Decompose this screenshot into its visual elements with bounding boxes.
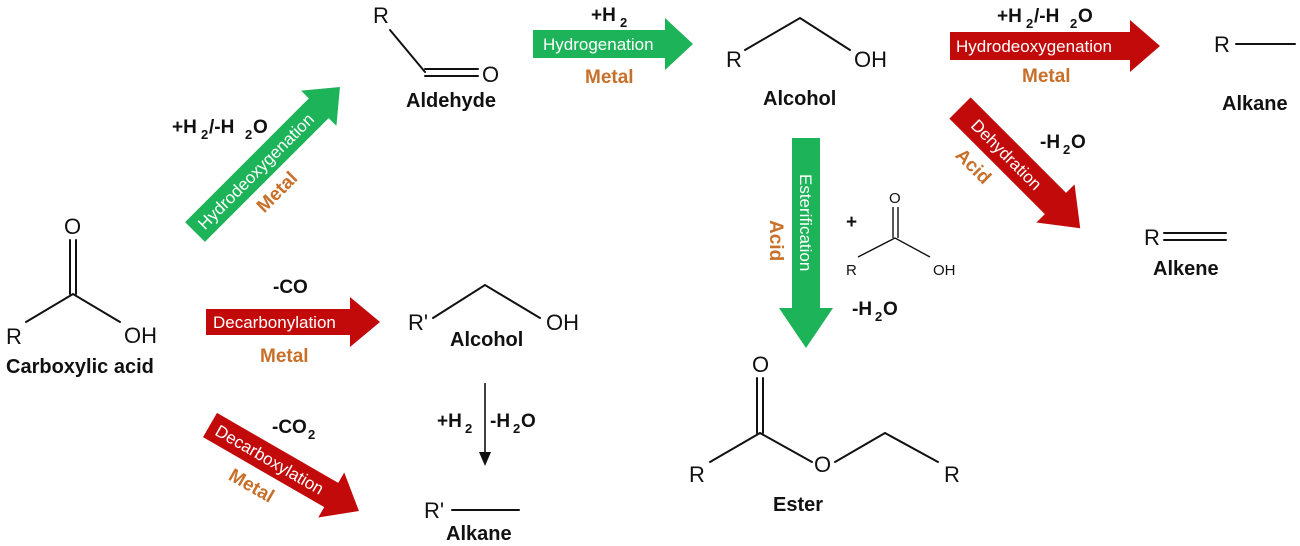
hdo-alcohol-arrow-label: Hydrodeoxygenation	[956, 37, 1112, 56]
ester-o2: O	[814, 452, 831, 477]
esterification-catalyst: Acid	[765, 220, 786, 261]
ester-name: Ester	[773, 494, 823, 516]
dehydration-arrow-shape	[949, 97, 1081, 229]
alcohol-top-structure: R OH Alcohol	[726, 16, 887, 110]
acid-coreactant-r: R	[846, 262, 857, 279]
acid-coreactant-o: O	[889, 190, 901, 207]
alkane-bottom-r: R'	[424, 498, 444, 523]
hdo-alcohol-condition-c: O	[1078, 6, 1093, 27]
hydrogenation-arrow: Hydrogenation Metal +H 2	[533, 5, 693, 88]
aldehyde-o: O	[482, 62, 499, 87]
alcohol-to-alkane-arrow: +H 2 -H 2 O	[437, 383, 536, 466]
hdo-alcohol-condition-b: /-H	[1034, 6, 1059, 27]
ester-structure: R O O R Ester	[689, 352, 960, 516]
hdo-acid-condition-c: O	[253, 117, 268, 138]
alkane-top-r: R	[1214, 32, 1230, 57]
hydrogenation-catalyst: Metal	[585, 67, 634, 88]
hdo-alcohol-arrow-shape	[950, 20, 1160, 72]
alkene-r: R	[1144, 225, 1160, 250]
hdo-acid-condition-b: /-H	[209, 117, 234, 138]
dehydration-condition-a: -H	[1040, 132, 1060, 153]
alcohol-mid-oh: OH	[546, 310, 579, 335]
alkene-name: Alkene	[1153, 258, 1219, 280]
alcohol-top-r: R	[726, 47, 742, 72]
dehydration-condition-b: O	[1071, 132, 1086, 153]
acid-coreactant-oh: OH	[933, 262, 956, 279]
hdo-acid-condition: +H 2 /-H 2 O	[172, 117, 268, 142]
hdo-acid-arrow-shape	[185, 87, 340, 242]
hdo-acid-condition-sub2: 2	[245, 127, 252, 142]
decarboxylation-condition-sub: 2	[308, 427, 315, 442]
alcohol-to-alkane-condition-end: O	[521, 411, 536, 432]
ester-o1: O	[752, 352, 769, 377]
alcohol-to-alkane-sub-left: 2	[465, 421, 472, 436]
alcohol-mid-structure: R' OH Alcohol	[408, 283, 579, 351]
esterification-condition-a: -H	[852, 299, 872, 320]
carboxylic-acid-name: Carboxylic acid	[6, 356, 154, 378]
esterification-arrow-shape	[779, 138, 833, 348]
hydrogenation-arrow-label: Hydrogenation	[543, 35, 654, 54]
alcohol-top-name: Alcohol	[763, 88, 836, 110]
dehydration-condition-sub: 2	[1063, 142, 1070, 157]
decarbonylation-arrow-label: Decarbonylation	[213, 313, 336, 332]
alcohol-to-alkane-condition-left: +H	[437, 411, 462, 432]
decarbonylation-catalyst: Metal	[260, 346, 309, 367]
decarboxylation-condition-a: -CO	[272, 417, 307, 438]
hydrogenation-condition: +H	[591, 5, 616, 26]
esterification-condition: -H 2 O	[852, 299, 898, 324]
ester-r1: R	[689, 462, 705, 487]
alcohol-to-alkane-condition-right: -H	[490, 411, 510, 432]
decarboxylation-arrow-shape	[203, 412, 359, 518]
alkane-bottom-structure: R' Alkane	[424, 498, 520, 545]
hdo-alcohol-catalyst: Metal	[1022, 66, 1071, 87]
alcohol-mid-r: R'	[408, 310, 428, 335]
dehydration-arrow: Dehydration Acid	[949, 97, 1081, 229]
alkane-bottom-name: Alkane	[446, 523, 512, 541]
alkene-structure: R Alkene	[1144, 225, 1227, 280]
hdo-alcohol-condition-a: +H	[997, 6, 1022, 27]
aldehyde-structure: R O Aldehyde	[373, 3, 499, 112]
decarboxylation-condition: -CO 2	[272, 417, 315, 442]
hydrogenation-arrow-shape	[533, 18, 693, 70]
carboxylic-acid-oh: OH	[124, 323, 157, 348]
decarbonylation-condition: -CO	[273, 277, 308, 298]
aldehyde-r: R	[373, 3, 389, 28]
hdo-alcohol-condition-sub2: 2	[1070, 16, 1077, 31]
hdo-acid-condition-sub1: 2	[201, 127, 208, 142]
hdo-acid-condition-a: +H	[172, 117, 197, 138]
esterification-arrow: Esterification Acid	[765, 138, 833, 348]
aldehyde-name: Aldehyde	[406, 90, 496, 112]
alcohol-to-alkane-arrowhead	[479, 452, 491, 466]
esterification-condition-b: O	[883, 299, 898, 320]
carboxylic-acid-structure: R O OH Carboxylic acid	[6, 214, 157, 378]
alkane-top-structure: R Alkane	[1214, 32, 1296, 115]
esterification-arrow-label: Esterification	[796, 174, 815, 271]
acid-coreactant-structure: + O R OH	[846, 190, 956, 279]
hdo-alcohol-condition-sub1: 2	[1026, 16, 1033, 31]
carboxylic-acid-r: R	[6, 324, 22, 349]
alcohol-top-oh: OH	[854, 47, 887, 72]
ester-r2: R	[944, 462, 960, 487]
esterification-condition-sub: 2	[875, 309, 882, 324]
dehydration-condition: -H 2 O	[1040, 132, 1086, 157]
plus-sign: +	[846, 212, 857, 233]
alcohol-to-alkane-sub-right: 2	[513, 421, 520, 436]
alcohol-mid-name: Alcohol	[450, 329, 523, 351]
decarbonylation-arrow: Decarbonylation Metal -CO	[206, 277, 380, 367]
decarbonylation-arrow-shape	[206, 297, 380, 347]
hdo-acid-arrow: Hydrodeoxygenation Metal	[185, 87, 340, 242]
alkane-top-name: Alkane	[1222, 93, 1288, 115]
hydrogenation-condition-sub: 2	[620, 15, 627, 30]
carboxylic-acid-o: O	[64, 214, 81, 239]
hdo-alcohol-arrow: Hydrodeoxygenation Metal +H 2 /-H 2 O	[950, 6, 1160, 87]
